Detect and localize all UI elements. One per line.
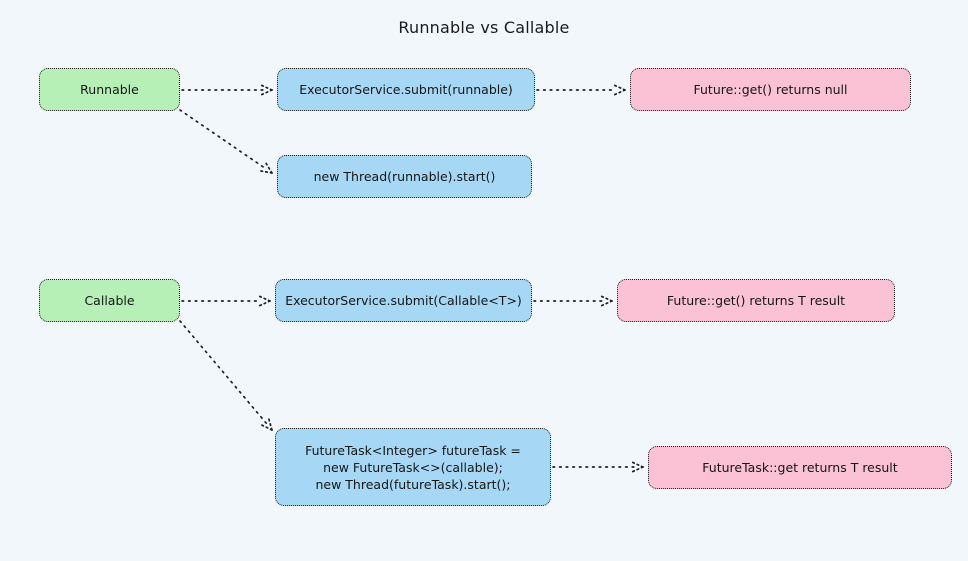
arrowhead-barb xyxy=(612,89,626,97)
arrowhead-barb xyxy=(257,294,271,302)
node-executor-submit-runnable[interactable]: ExecutorService.submit(runnable) xyxy=(277,68,535,111)
node-future-task-get-result[interactable]: FutureTask::get returns T result xyxy=(648,446,952,489)
edge-future-task-to-get-result xyxy=(552,460,644,474)
arrowhead-barb xyxy=(612,83,626,91)
node-label: ExecutorService.submit(Callable<T>) xyxy=(285,293,522,308)
page-title: Runnable vs Callable xyxy=(398,18,570,37)
node-callable[interactable]: Callable xyxy=(39,279,180,322)
edge-executor-to-future-null xyxy=(536,83,626,97)
node-new-thread-runnable[interactable]: new Thread(runnable).start() xyxy=(277,155,532,198)
node-executor-submit-callable[interactable]: ExecutorService.submit(Callable<T>) xyxy=(275,279,532,322)
edge-callable-to-executor xyxy=(181,294,271,308)
edge-runnable-to-new-thread xyxy=(179,109,273,174)
node-label: Callable xyxy=(84,293,135,308)
edge-runnable-to-executor xyxy=(181,83,273,97)
edge-line xyxy=(179,109,266,169)
node-label: new Thread(runnable).start() xyxy=(313,169,496,184)
node-label: FutureTask<Integer> futureTask = new Fut… xyxy=(305,442,521,492)
node-future-get-t-result[interactable]: Future::get() returns T result xyxy=(617,279,895,322)
edge-executor-callable-to-future xyxy=(533,294,613,308)
node-label: Future::get() returns null xyxy=(693,82,848,97)
arrowhead-barb xyxy=(257,300,271,308)
node-label: Runnable xyxy=(80,82,139,97)
node-future-task-block[interactable]: FutureTask<Integer> futureTask = new Fut… xyxy=(275,428,551,506)
arrowhead-barb xyxy=(599,294,613,302)
arrowhead-barb xyxy=(267,416,273,431)
arrowhead-barb xyxy=(258,169,273,174)
arrowhead-barb xyxy=(599,300,613,308)
node-label: ExecutorService.submit(runnable) xyxy=(299,82,513,97)
arrowhead-barb xyxy=(259,423,273,431)
arrowhead-barb xyxy=(259,89,273,97)
node-label: FutureTask::get returns T result xyxy=(702,460,898,475)
node-label: Future::get() returns T result xyxy=(666,293,846,308)
arrowhead-barb xyxy=(264,161,273,174)
edge-line xyxy=(179,320,268,424)
arrowhead-barb xyxy=(630,466,644,474)
arrowhead-barb xyxy=(259,83,273,91)
node-future-get-null[interactable]: Future::get() returns null xyxy=(630,68,911,111)
edge-callable-to-future-task xyxy=(179,320,273,431)
arrowhead-barb xyxy=(630,460,644,468)
node-runnable[interactable]: Runnable xyxy=(39,68,180,111)
